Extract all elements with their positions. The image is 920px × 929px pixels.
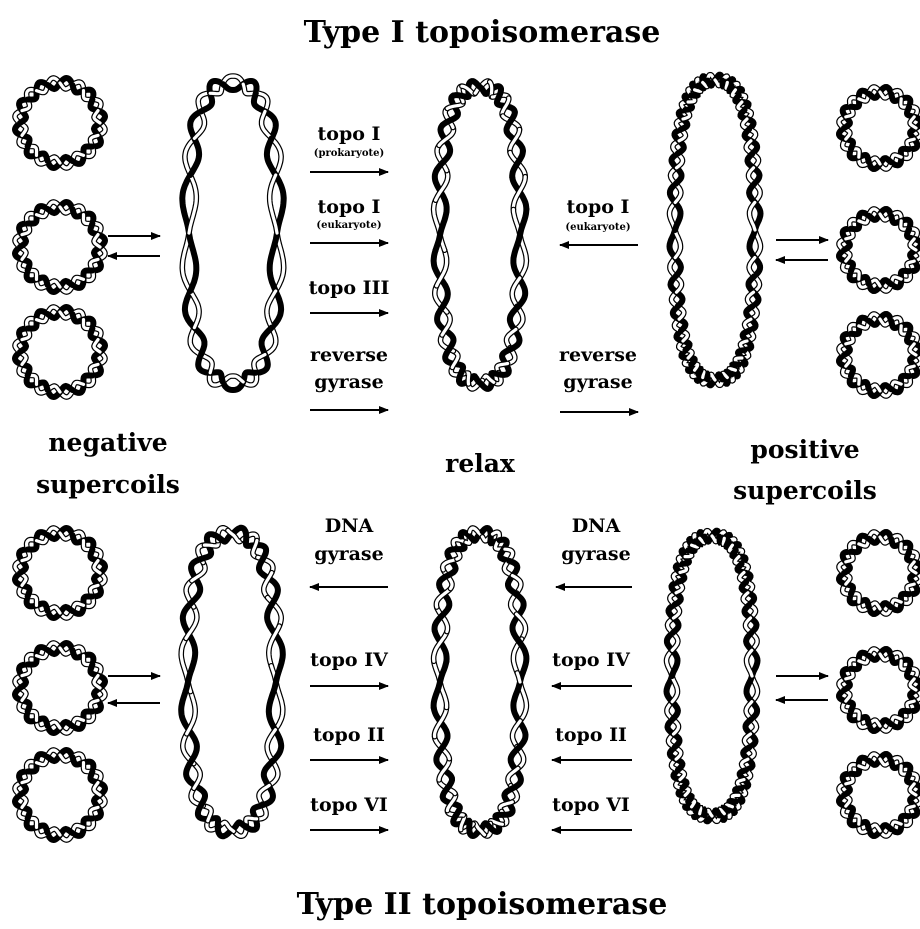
- negative-label: negative: [48, 428, 167, 457]
- relax-label: relax: [445, 449, 516, 478]
- t2-right-enzyme-2: topo IV: [552, 649, 631, 671]
- t1-left-enzyme-4a: reverse: [310, 344, 388, 366]
- relaxed-dna-loop-icon: [182, 76, 283, 390]
- t1-left-enzyme-1: topo I: [318, 123, 381, 145]
- t1-right-enzyme-2a: reverse: [559, 344, 637, 366]
- t2-left-enzyme-3: topo II: [313, 724, 385, 746]
- t1-right-enzyme-1-note: (eukaryote): [565, 222, 630, 233]
- supercoiled-dna-icon: [839, 87, 920, 169]
- supercoiled-dna-icon: [839, 209, 920, 291]
- relaxed-dna-loop-icon: [181, 528, 283, 836]
- supercoiled-dna-icon: [15, 307, 105, 397]
- t2-right-enzyme-4: topo VI: [552, 794, 630, 816]
- supercoiled-dna-icon: [670, 75, 761, 386]
- t2-left-enzyme-4: topo VI: [310, 794, 388, 816]
- supercoiled-dna-icon: [839, 649, 920, 731]
- relaxed-dna-loop-icon: [434, 81, 527, 389]
- t2-right-enzyme-1b: gyrase: [561, 543, 630, 565]
- supercoiled-dna-icon: [839, 754, 920, 836]
- t1-left-enzyme-4b: gyrase: [314, 371, 383, 393]
- equilibrium-arrows-icon: [776, 240, 828, 260]
- type2-title: Type II topoisomerase: [297, 887, 668, 922]
- supercoiled-dna-icon: [15, 78, 105, 168]
- supercoiled-dna-icon: [839, 314, 920, 396]
- supercoiled-dna-icon: [15, 643, 105, 733]
- equilibrium-arrows-icon: [108, 676, 160, 703]
- t2-right-enzyme-3: topo II: [555, 724, 627, 746]
- supercoiled-dna-icon: [839, 532, 920, 614]
- t1-right-enzyme-2b: gyrase: [563, 371, 632, 393]
- supercoiled-dna-icon: [15, 750, 105, 840]
- t2-right-enzyme-1a: DNA: [572, 515, 621, 537]
- supercoiled-dna-icon: [667, 531, 758, 822]
- t2-left-enzyme-1a: DNA: [325, 515, 374, 537]
- positive-label: positive: [750, 435, 859, 464]
- t1-left-enzyme-3: topo III: [309, 277, 390, 299]
- t1-left-enzyme-2-note: (eukaryote): [316, 220, 381, 231]
- t2-left-enzyme-2: topo IV: [310, 649, 389, 671]
- t1-left-enzyme-1-note: (prokaryote): [314, 148, 385, 159]
- supercoiled-dna-icon: [15, 528, 105, 618]
- equilibrium-arrows-icon: [776, 676, 828, 700]
- t2-left-enzyme-1b: gyrase: [314, 543, 383, 565]
- supercoils-label-right: supercoils: [733, 476, 877, 505]
- type1-title: Type I topoisomerase: [304, 15, 661, 50]
- equilibrium-arrows-icon: [108, 236, 160, 256]
- t1-left-enzyme-2: topo I: [318, 196, 381, 218]
- relaxed-dna-loop-icon: [434, 528, 527, 836]
- t1-right-enzyme-1: topo I: [567, 196, 630, 218]
- supercoils-label-left: supercoils: [36, 470, 180, 499]
- supercoiled-dna-icon: [15, 202, 105, 292]
